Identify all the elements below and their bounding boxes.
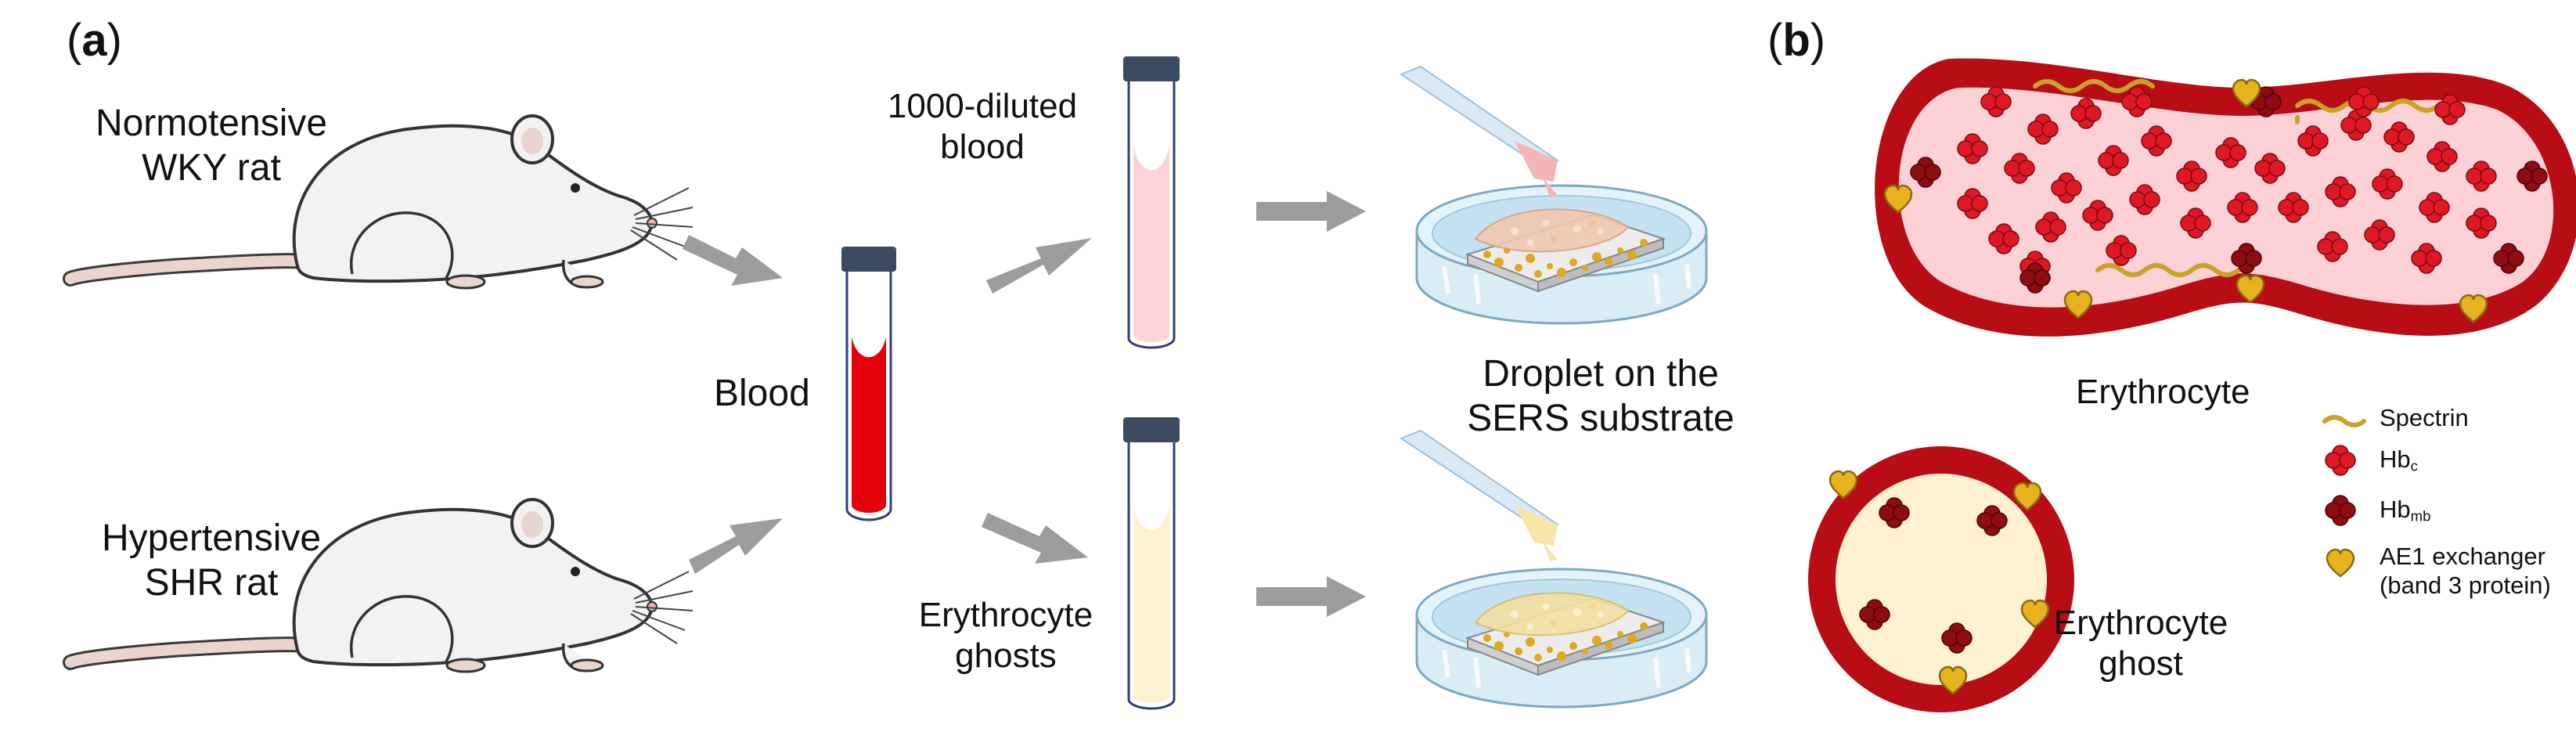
erythrocyte-text: Erythrocyte bbox=[2076, 373, 2250, 411]
ghosts-line1: Erythrocyte bbox=[918, 596, 1093, 634]
normotensive-line2: WKY rat bbox=[142, 146, 281, 189]
ae1-icon bbox=[2326, 548, 2355, 578]
panel-a-letter: a bbox=[81, 15, 107, 66]
panel-a-open: ( bbox=[67, 15, 82, 66]
blood-text: Blood bbox=[714, 373, 810, 414]
diluted-blood-label: 1000-diluted blood bbox=[861, 86, 1104, 168]
droplet-label: Droplet on the SERS substrate bbox=[1440, 352, 1761, 441]
ghost-label: Erythrocyte ghost bbox=[2023, 603, 2258, 684]
legend-ae1-line1: AE1 exchanger bbox=[2380, 543, 2545, 570]
spectrin-icon bbox=[2322, 415, 2366, 427]
legend-hbmb-main: Hb bbox=[2380, 496, 2411, 523]
panel-b-open: ( bbox=[1767, 15, 1783, 66]
droplet-line1: Droplet on the bbox=[1483, 353, 1719, 395]
blood-label: Blood bbox=[714, 372, 810, 416]
diluted-line1: 1000-diluted bbox=[887, 87, 1078, 125]
panel-b-label: (b) bbox=[1767, 14, 1825, 67]
legend-ae1: AE1 exchanger (band 3 protein) bbox=[2380, 542, 2551, 600]
legend-spectrin-text: Spectrin bbox=[2380, 404, 2469, 431]
blood-tube bbox=[841, 247, 896, 521]
petri-dish-bottom bbox=[1417, 569, 1706, 707]
hb-mb-icon bbox=[2325, 495, 2356, 526]
process-arrows bbox=[683, 191, 1366, 617]
panel-b-close: ) bbox=[1810, 15, 1826, 66]
ghosts-label: Erythrocyte ghosts bbox=[892, 595, 1119, 676]
legend-symbols bbox=[2322, 415, 2366, 578]
panel-a-label: (a) bbox=[67, 14, 122, 67]
legend-hbc-sub: c bbox=[2410, 457, 2418, 474]
legend-hbmb-sub: mb bbox=[2410, 507, 2431, 525]
legend-hbmb: Hbmb bbox=[2380, 495, 2430, 525]
hypertensive-label: Hypertensive SHR rat bbox=[86, 517, 337, 605]
normotensive-line1: Normotensive bbox=[95, 103, 328, 144]
hypertensive-line1: Hypertensive bbox=[101, 517, 322, 559]
diluted-line2: blood bbox=[940, 127, 1025, 166]
petri-dish-top bbox=[1417, 186, 1706, 323]
erythrocyte-ghost-cell bbox=[1808, 446, 2074, 712]
hb-c-icon bbox=[2325, 445, 2356, 476]
legend-ae1-line2: (band 3 protein) bbox=[2380, 572, 2551, 600]
ghosts-line2: ghosts bbox=[955, 636, 1057, 675]
legend-hbc: Hbc bbox=[2380, 445, 2418, 475]
pipette-bottom bbox=[1399, 429, 1559, 561]
panel-b-letter: b bbox=[1782, 15, 1810, 66]
ghost-line1: Erythrocyte bbox=[2053, 604, 2228, 642]
ghost-line2: ghost bbox=[2099, 644, 2183, 683]
erythrocyte-cell bbox=[1875, 58, 2576, 337]
pipette-top bbox=[1399, 65, 1559, 197]
panel-a-close: ) bbox=[106, 15, 122, 66]
legend-spectrin: Spectrin bbox=[2380, 403, 2469, 432]
droplet-line2: SERS substrate bbox=[1467, 397, 1735, 439]
normotensive-label: Normotensive WKY rat bbox=[78, 102, 344, 190]
legend-hbc-main: Hb bbox=[2380, 445, 2411, 473]
erythrocyte-label: Erythrocyte bbox=[2076, 372, 2250, 413]
hypertensive-line2: SHR rat bbox=[144, 561, 279, 604]
diluted-tube bbox=[1123, 56, 1180, 349]
ghost-tube bbox=[1123, 417, 1180, 710]
